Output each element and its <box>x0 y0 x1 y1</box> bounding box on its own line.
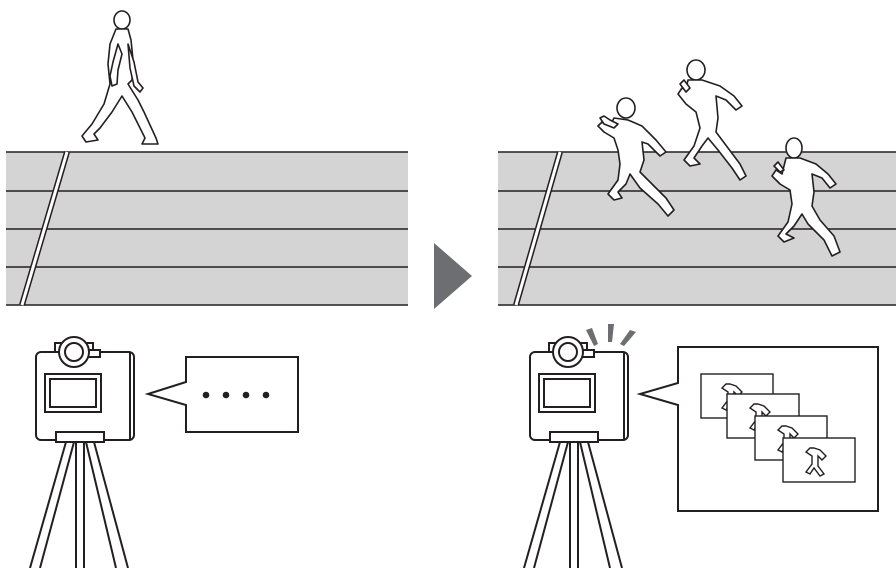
idle-scene <box>6 10 408 568</box>
speech-bubble-icon <box>636 346 879 512</box>
arrow-right-icon <box>434 243 472 309</box>
capture-scene <box>498 59 896 568</box>
runner-left <box>597 97 675 217</box>
tripod-icon <box>29 431 129 568</box>
runner-right <box>771 137 841 257</box>
running-track <box>498 151 896 306</box>
track-finish-line <box>513 151 563 306</box>
runner-top <box>677 59 747 181</box>
camera-icon <box>529 336 629 441</box>
running-person-icon <box>597 59 841 257</box>
waiting-dots <box>202 391 270 399</box>
transition-arrow <box>434 243 474 309</box>
tripod-icon <box>523 431 623 568</box>
panel-idle <box>0 0 420 568</box>
running-track <box>6 151 408 306</box>
frame-sequence <box>700 373 856 483</box>
track-finish-line <box>19 151 70 306</box>
flash-rays-icon <box>586 324 636 346</box>
speech-bubble-icon <box>144 356 299 433</box>
panel-capture <box>490 0 896 568</box>
frame-4 <box>782 437 856 483</box>
walking-person-icon <box>81 10 159 145</box>
camera-icon <box>35 336 135 441</box>
